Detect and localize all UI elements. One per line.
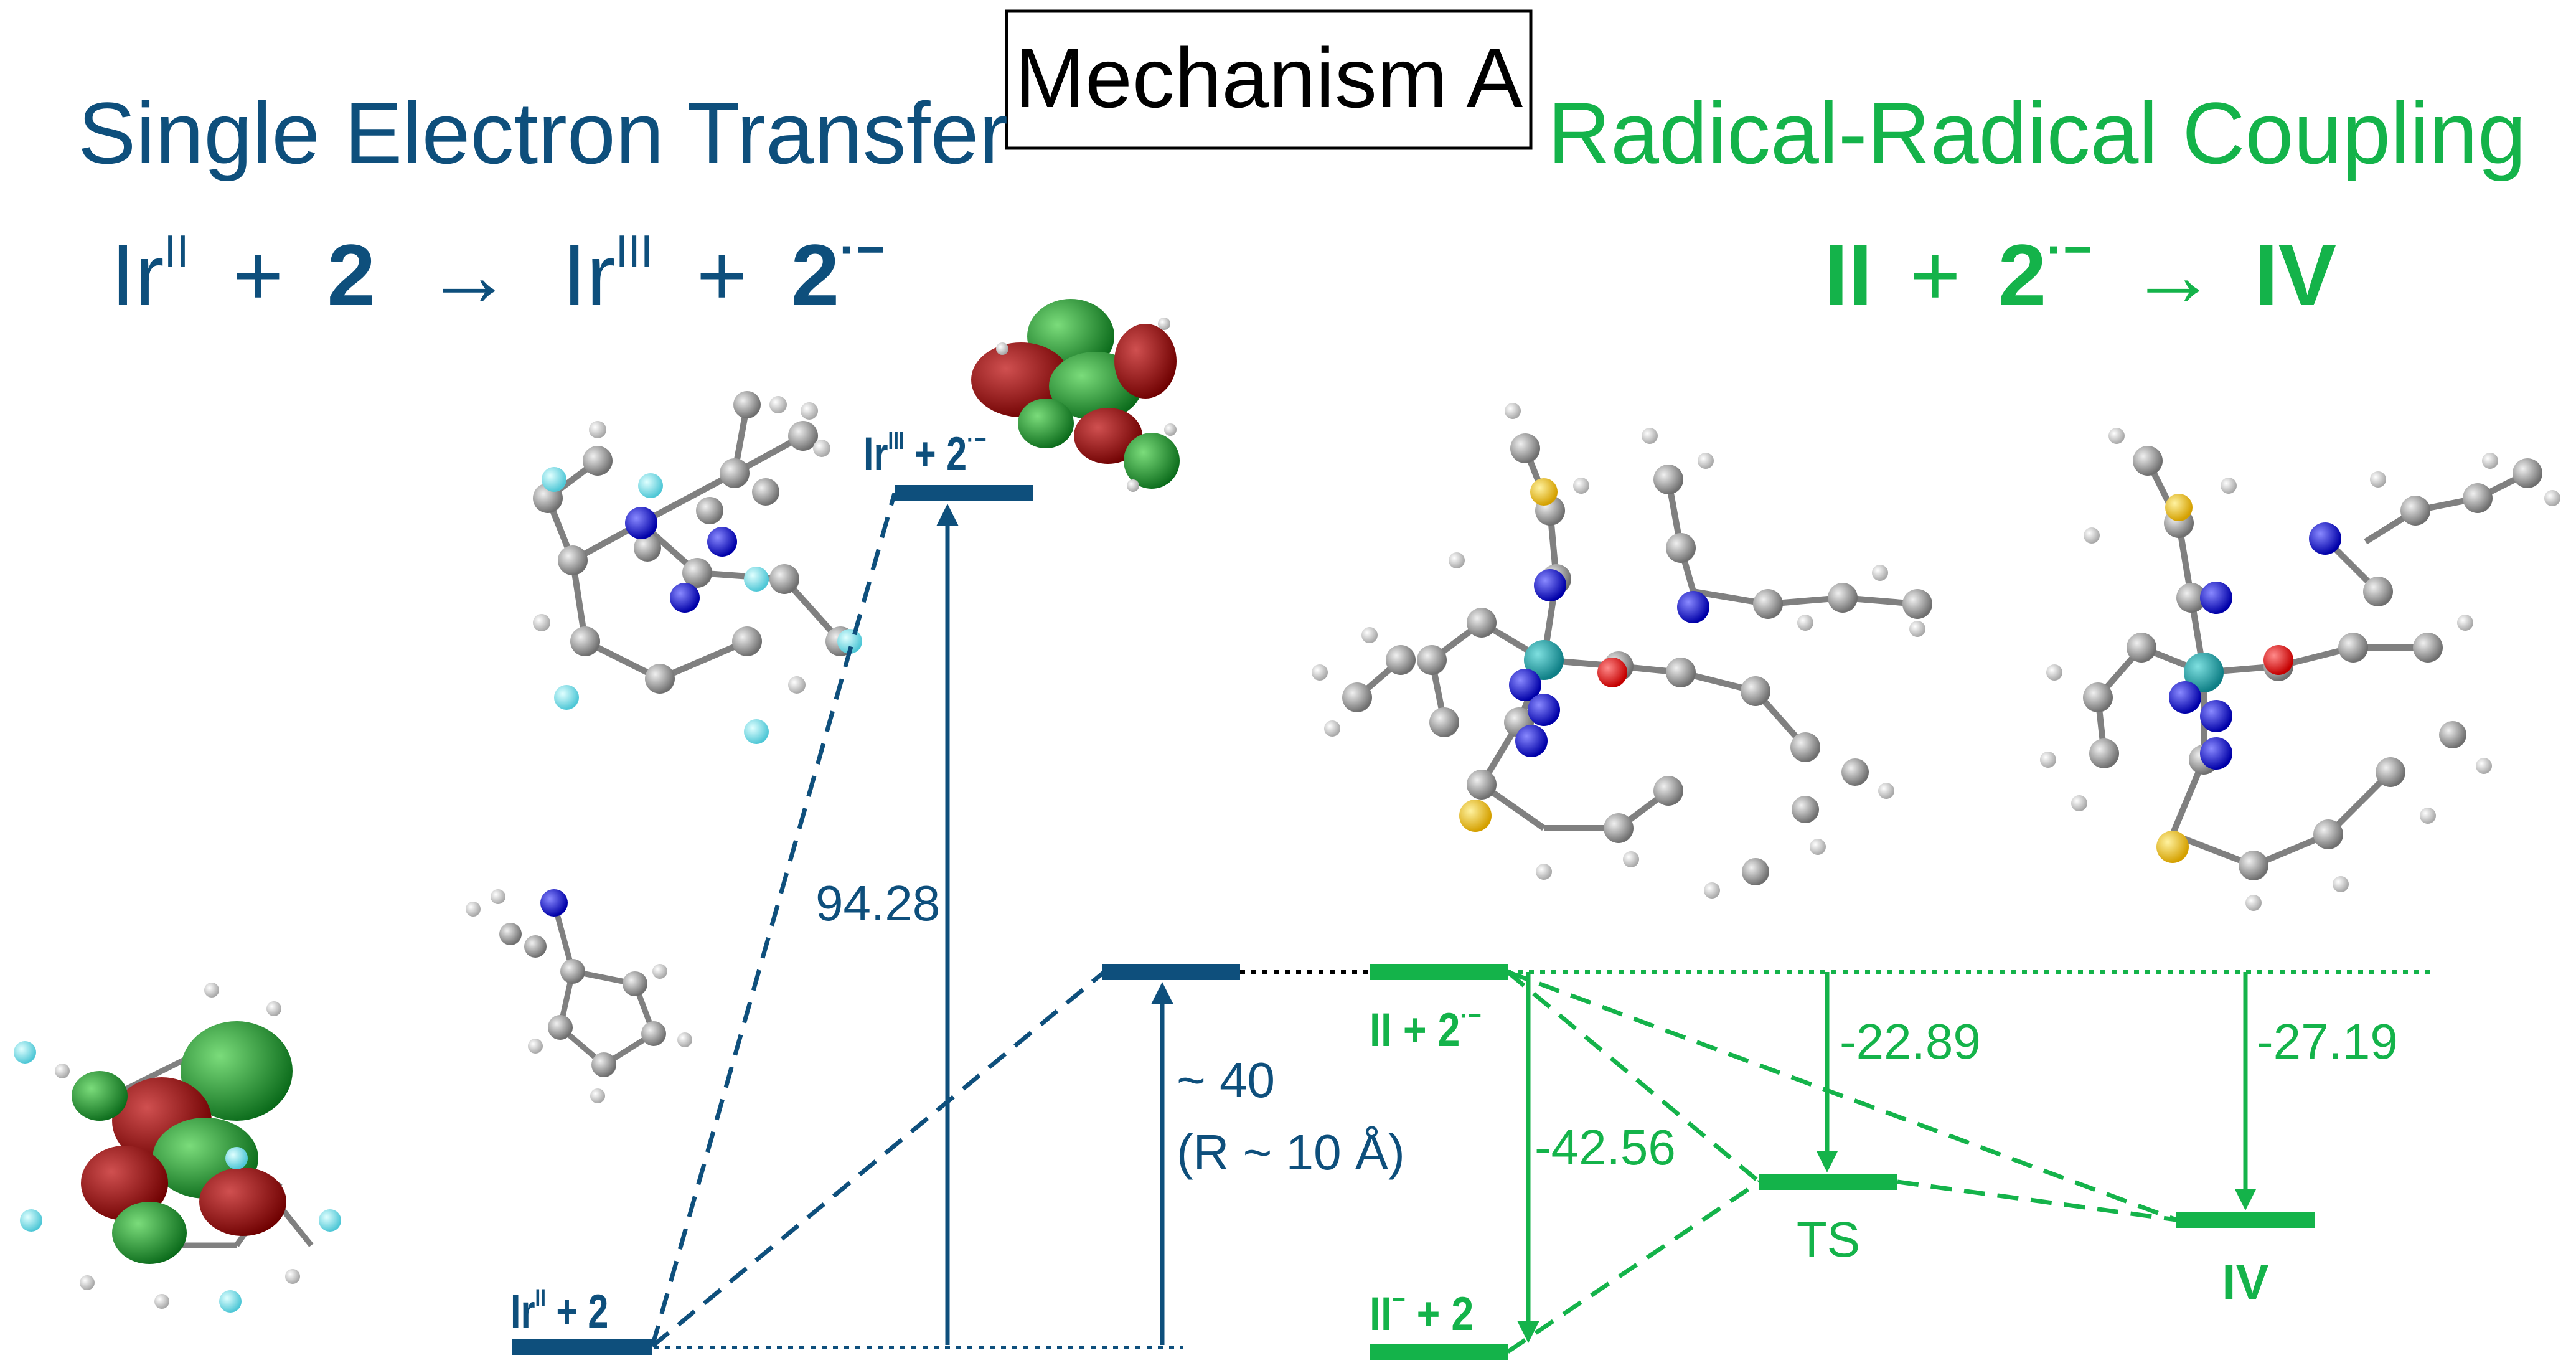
right-heading: Radical-Radical Coupling xyxy=(1548,84,2526,182)
set-pathway: IrII + 2 IrIII + 2·− 94.28 ~ 40 (R ~ 10 … xyxy=(510,425,1405,1355)
level-ir3 xyxy=(895,485,1033,501)
title-box xyxy=(1005,9,1533,150)
molecule-product xyxy=(2040,428,2560,911)
right-equation: II+2·−→IV xyxy=(1824,222,2336,324)
title-group: Mechanism A xyxy=(1005,9,1533,150)
label-iv: IV xyxy=(2222,1254,2269,1309)
dash-ts-to-iv xyxy=(1897,1179,2177,1222)
dash-ii-to-ts xyxy=(1506,970,1761,1184)
level-ii-plus-2 xyxy=(1370,964,1508,980)
right-heading-group: Radical-Radical Coupling II+2·−→IV xyxy=(1548,84,2526,324)
energy-42: -42.56 xyxy=(1535,1120,1676,1175)
level-iim-plus-2 xyxy=(1370,1344,1508,1360)
title-text: Mechanism A xyxy=(1015,31,1523,125)
energy-27: -27.19 xyxy=(2257,1014,2398,1069)
molecule-bottom-left xyxy=(14,983,341,1313)
coupling-pathway: II + 2·− II− + 2 TS IV -42.56 -22.89 -27… xyxy=(1370,964,2434,1360)
level-ts xyxy=(1759,1174,1897,1190)
left-equation: IrII+2→IrIII+2·− xyxy=(111,222,885,324)
label-ir3: IrIII + 2·− xyxy=(863,425,987,481)
label-ii-plus-2: II + 2·− xyxy=(1370,1000,1482,1056)
molecule-ir-complex xyxy=(533,391,862,744)
energy-40-distance: (R ~ 10 Å) xyxy=(1177,1125,1405,1180)
dash-to-ir3 xyxy=(650,493,897,1347)
dash-ii-to-iv xyxy=(1507,969,2178,1222)
dash-to-mid xyxy=(651,969,1107,1348)
label-ir2: IrII + 2 xyxy=(510,1284,608,1337)
energy-22: -22.89 xyxy=(1840,1014,1981,1069)
level-ir2 xyxy=(512,1339,652,1355)
molecule-small xyxy=(466,889,692,1103)
label-ts: TS xyxy=(1797,1212,1860,1267)
molecule-intermediate xyxy=(1312,403,1932,899)
level-iv xyxy=(2176,1212,2315,1228)
label-iim-plus-2: II− + 2 xyxy=(1370,1284,1474,1340)
energy-94: 94.28 xyxy=(816,875,940,931)
left-heading-group: Single Electron Transfer IrII+2→IrIII+2·… xyxy=(78,84,1008,324)
level-encounter xyxy=(1102,964,1240,980)
left-heading: Single Electron Transfer xyxy=(78,84,1008,182)
orbital-top xyxy=(971,299,1180,492)
energy-40: ~ 40 xyxy=(1177,1052,1275,1108)
dash-iim-to-ts xyxy=(1507,1180,1760,1354)
